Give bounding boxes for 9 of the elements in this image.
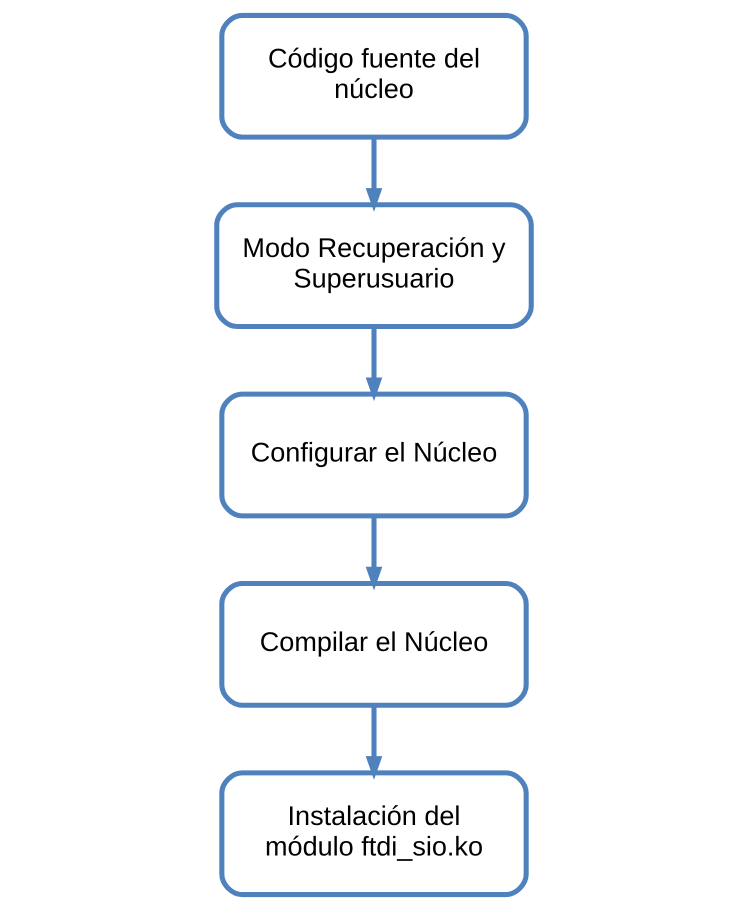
- node-box: Código fuente del núcleo: [219, 12, 529, 140]
- node-box: Configurar el Núcleo: [219, 392, 529, 518]
- arrow: [366, 326, 382, 402]
- node-box: Instalación del módulo ftdi_sio.ko: [219, 770, 529, 898]
- arrow: [366, 516, 382, 591]
- node-box: Modo Recuperación y Superusuario: [214, 202, 534, 330]
- arrow: [366, 137, 382, 212]
- node-box: Compilar el Núcleo: [219, 580, 529, 708]
- arrow: [366, 705, 382, 780]
